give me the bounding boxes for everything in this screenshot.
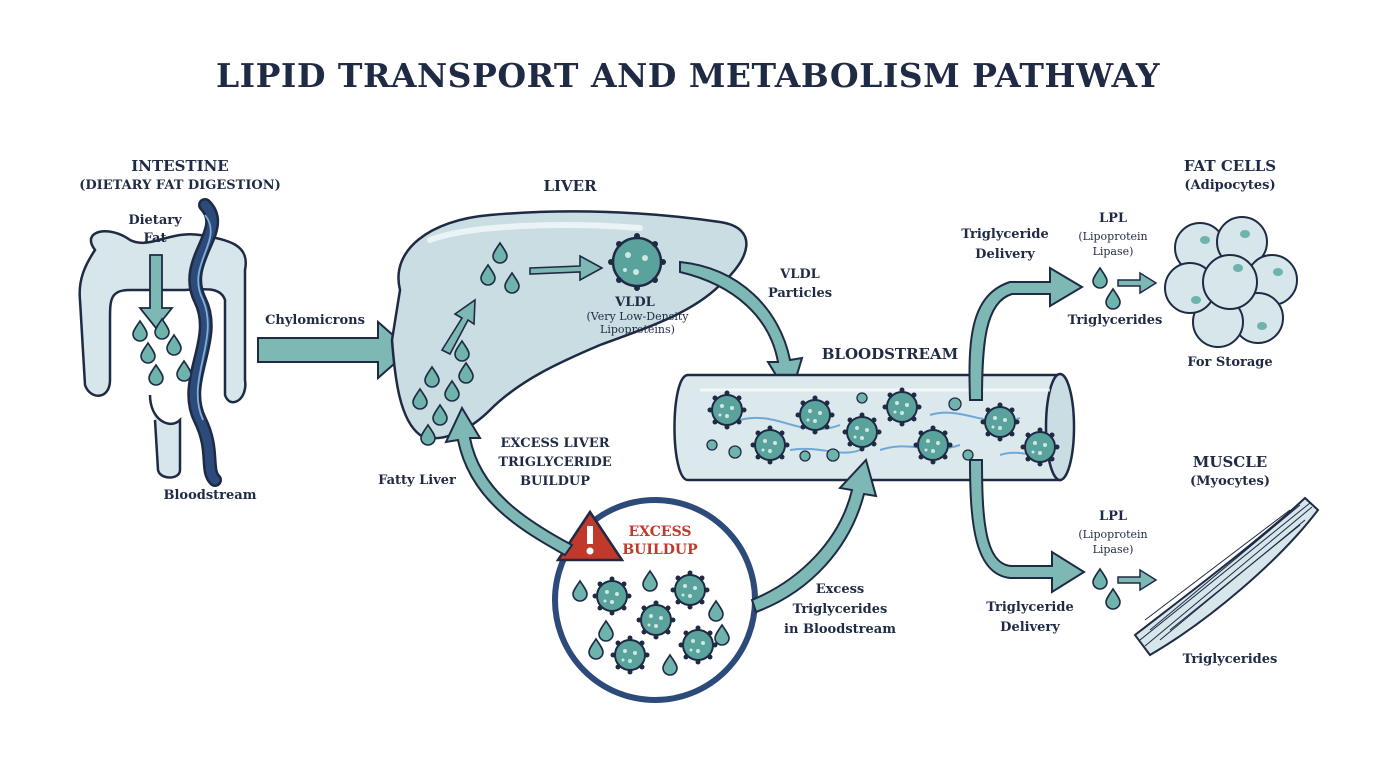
excess-liver-label-1: EXCESS LIVER <box>500 436 610 451</box>
dietary-fat-label-2: Fat <box>143 231 167 246</box>
fat-lpl-full-label-1: (Lipoprotein <box>1078 230 1148 243</box>
vldl-particles-label-2: Particles <box>767 286 833 301</box>
fat-cells-illustration <box>1164 216 1298 348</box>
fat-delivery-arrow <box>968 266 1084 401</box>
muscle-delivery-label-2: Delivery <box>1000 620 1060 635</box>
fat-lpl-label: LPL <box>1098 211 1128 226</box>
warning-icon <box>555 509 625 562</box>
liver-heading: LIVER <box>543 177 597 195</box>
fat-triglycerides-label: Triglycerides <box>1067 313 1163 328</box>
fat-delivery-label-2: Delivery <box>975 247 1035 262</box>
muscle-lpl-label: LPL <box>1098 509 1128 524</box>
muscle-lpl-full-label-1: (Lipoprotein <box>1078 528 1148 541</box>
fat-lpl-full-label-2: Lipase) <box>1092 245 1134 258</box>
vldl-label: VLDL <box>615 295 655 310</box>
muscle-subheading: (Myocytes) <box>1190 474 1270 489</box>
vldl-full-label-1: (Very Low-Density <box>586 310 689 323</box>
fat-cells-subheading: (Adipocytes) <box>1184 178 1276 193</box>
liver-buildup-arrow <box>444 405 574 557</box>
fat-cells-heading: FAT CELLS <box>1183 157 1277 175</box>
excess-liver-label-3: BUILDUP <box>520 474 590 489</box>
intestine-heading: INTESTINE <box>131 157 229 175</box>
bloodstream-buildup-arrow <box>750 458 878 614</box>
bloodstream-heading: BLOODSTREAM <box>821 345 959 363</box>
chylomicrons-label: Chylomicrons <box>265 313 365 328</box>
muscle-lpl-full-label-2: Lipase) <box>1092 543 1134 556</box>
vldl-full-label-2: Lipoproteins) <box>600 323 675 336</box>
blood-vessel <box>673 372 1076 482</box>
muscle-illustration <box>1133 496 1320 657</box>
excess-warning-label-2: BUILDUP <box>622 542 698 558</box>
page-title: LIPID TRANSPORT AND METABOLISM PATHWAY <box>215 56 1161 95</box>
liver-illustration <box>390 210 748 446</box>
vldl-particles-label-1: VLDL <box>780 267 820 282</box>
intestine-subheading: (DIETARY FAT DIGESTION) <box>79 178 281 193</box>
muscle-delivery-label-1: Triglyceride <box>986 600 1074 615</box>
fatty-liver-label: Fatty Liver <box>378 473 456 488</box>
intestine-bloodstream-label: Bloodstream <box>163 488 257 503</box>
dietary-fat-label-1: Dietary <box>128 213 182 228</box>
muscle-heading: MUSCLE <box>1192 453 1268 471</box>
fat-delivery-label-1: Triglyceride <box>961 227 1049 242</box>
excess-tg-label-1: Excess <box>815 582 865 597</box>
excess-liver-label-2: TRIGLYCERIDE <box>498 455 612 470</box>
excess-warning-label-1: EXCESS <box>628 524 692 540</box>
chylomicrons-arrow <box>257 319 412 381</box>
excess-tg-label-3: in Bloodstream <box>784 622 896 637</box>
excess-tg-label-2: Triglycerides <box>792 602 888 617</box>
intestine-illustration <box>78 198 248 487</box>
muscle-triglycerides-label: Triglycerides <box>1182 652 1278 667</box>
for-storage-label: For Storage <box>1187 355 1273 370</box>
muscle-delivery-arrow <box>968 459 1086 594</box>
vldl-particle-icon <box>608 233 666 291</box>
